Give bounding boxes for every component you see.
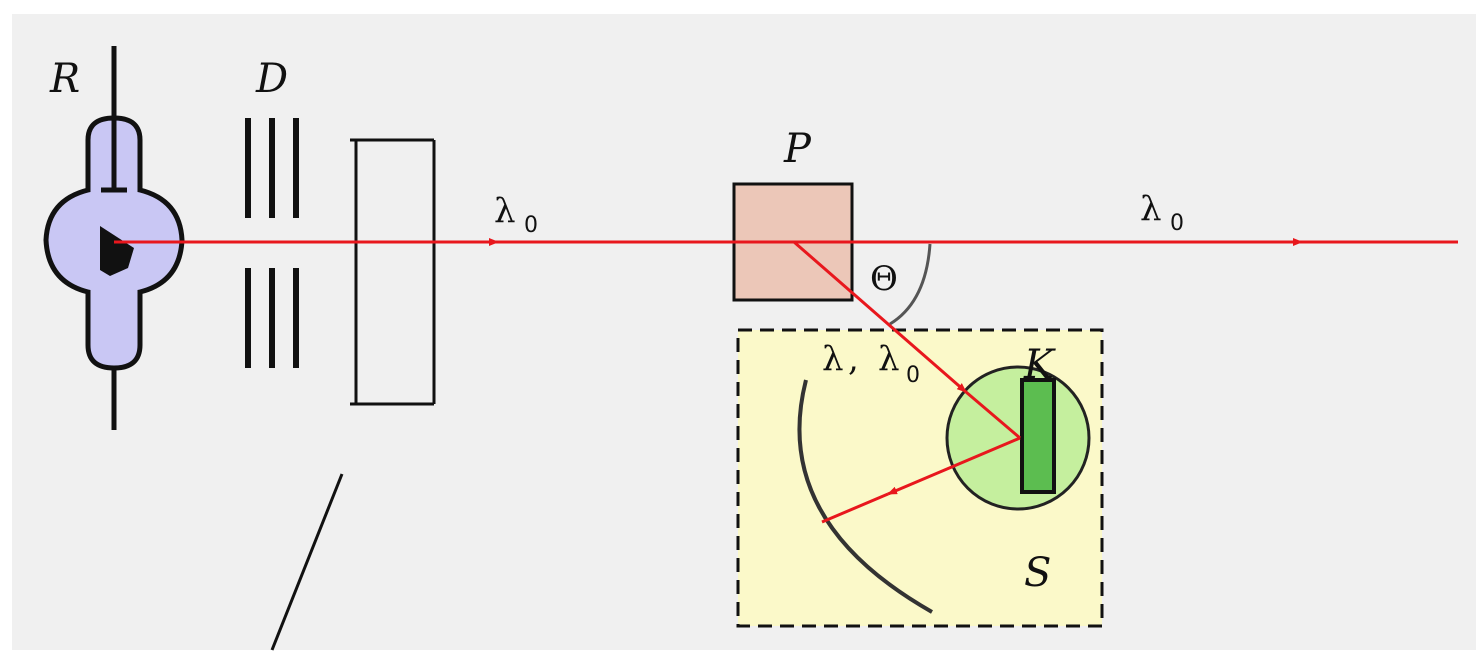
label-diaphragms: D: [255, 56, 288, 102]
label-lambda-transmitted-subscript: 0: [1170, 211, 1184, 236]
label-lambda-transmitted: λ: [1140, 189, 1162, 229]
scattered-beam: [793, 240, 967, 394]
diaphragm-slits: [245, 118, 299, 368]
scattered-beam-2: [965, 390, 1021, 440]
label-scatterer: P: [783, 126, 812, 172]
crystal: [1020, 378, 1056, 494]
detector-arc: [797, 379, 933, 614]
scattering-angle-arc: [889, 243, 932, 326]
label-lambda0-scattered-subscript: 0: [906, 363, 920, 388]
label-lambda-incident-subscript: 0: [524, 213, 538, 238]
reflected-beam-2: [821, 492, 889, 524]
label-comma: ,: [848, 339, 859, 379]
label-spectrometer: S: [1024, 550, 1051, 596]
pointer-line: [270, 473, 344, 651]
label-angle: Θ: [870, 259, 898, 299]
anode: [100, 226, 134, 276]
reflected-beam: [887, 436, 1021, 496]
label-tube: R: [49, 56, 80, 102]
label-crystal: K: [1023, 342, 1056, 388]
label-lambda-incident: λ: [494, 191, 516, 231]
label-lambda-scattered: λ: [822, 339, 844, 379]
xray-beams: [114, 238, 1458, 524]
label-lambda0-scattered: λ: [878, 339, 900, 379]
filter-holder: [350, 138, 436, 406]
